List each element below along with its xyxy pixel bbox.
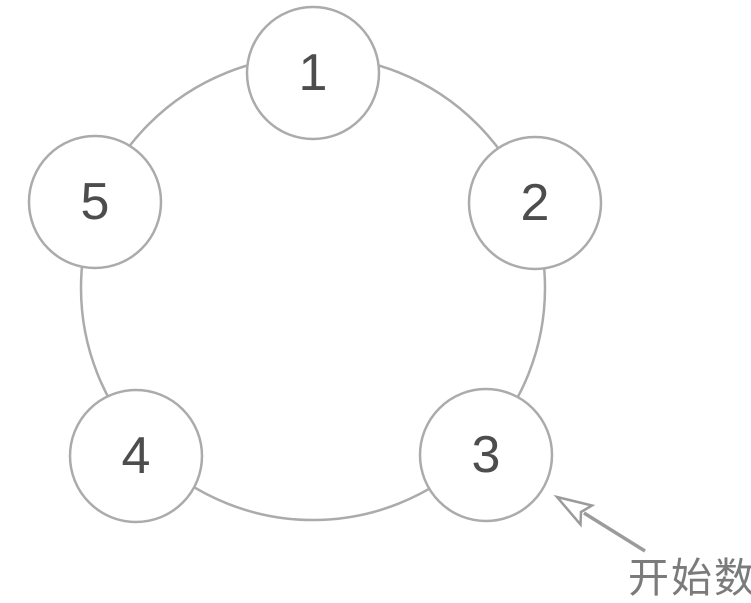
node-5: 5: [27, 134, 163, 270]
start-arrow: [553, 494, 646, 553]
node-2-label: 2: [521, 174, 550, 232]
node-1: 1: [245, 5, 381, 141]
node-4-circle: [68, 388, 204, 524]
node-3-label: 3: [472, 426, 501, 484]
start-arrowhead-icon: [553, 494, 596, 528]
start-annotation-label: 开始数: [628, 554, 751, 602]
node-4-label: 4: [122, 427, 151, 485]
node-5-circle: [27, 134, 163, 270]
node-3: 3: [418, 387, 554, 523]
node-5-label: 5: [81, 173, 110, 231]
node-4: 4: [68, 388, 204, 524]
start-arrow-shaft: [583, 511, 646, 553]
node-2-circle: [467, 135, 603, 271]
node-1-label: 1: [299, 44, 328, 102]
node-3-circle: [418, 387, 554, 523]
node-2: 2: [467, 135, 603, 271]
node-1-circle: [245, 5, 381, 141]
